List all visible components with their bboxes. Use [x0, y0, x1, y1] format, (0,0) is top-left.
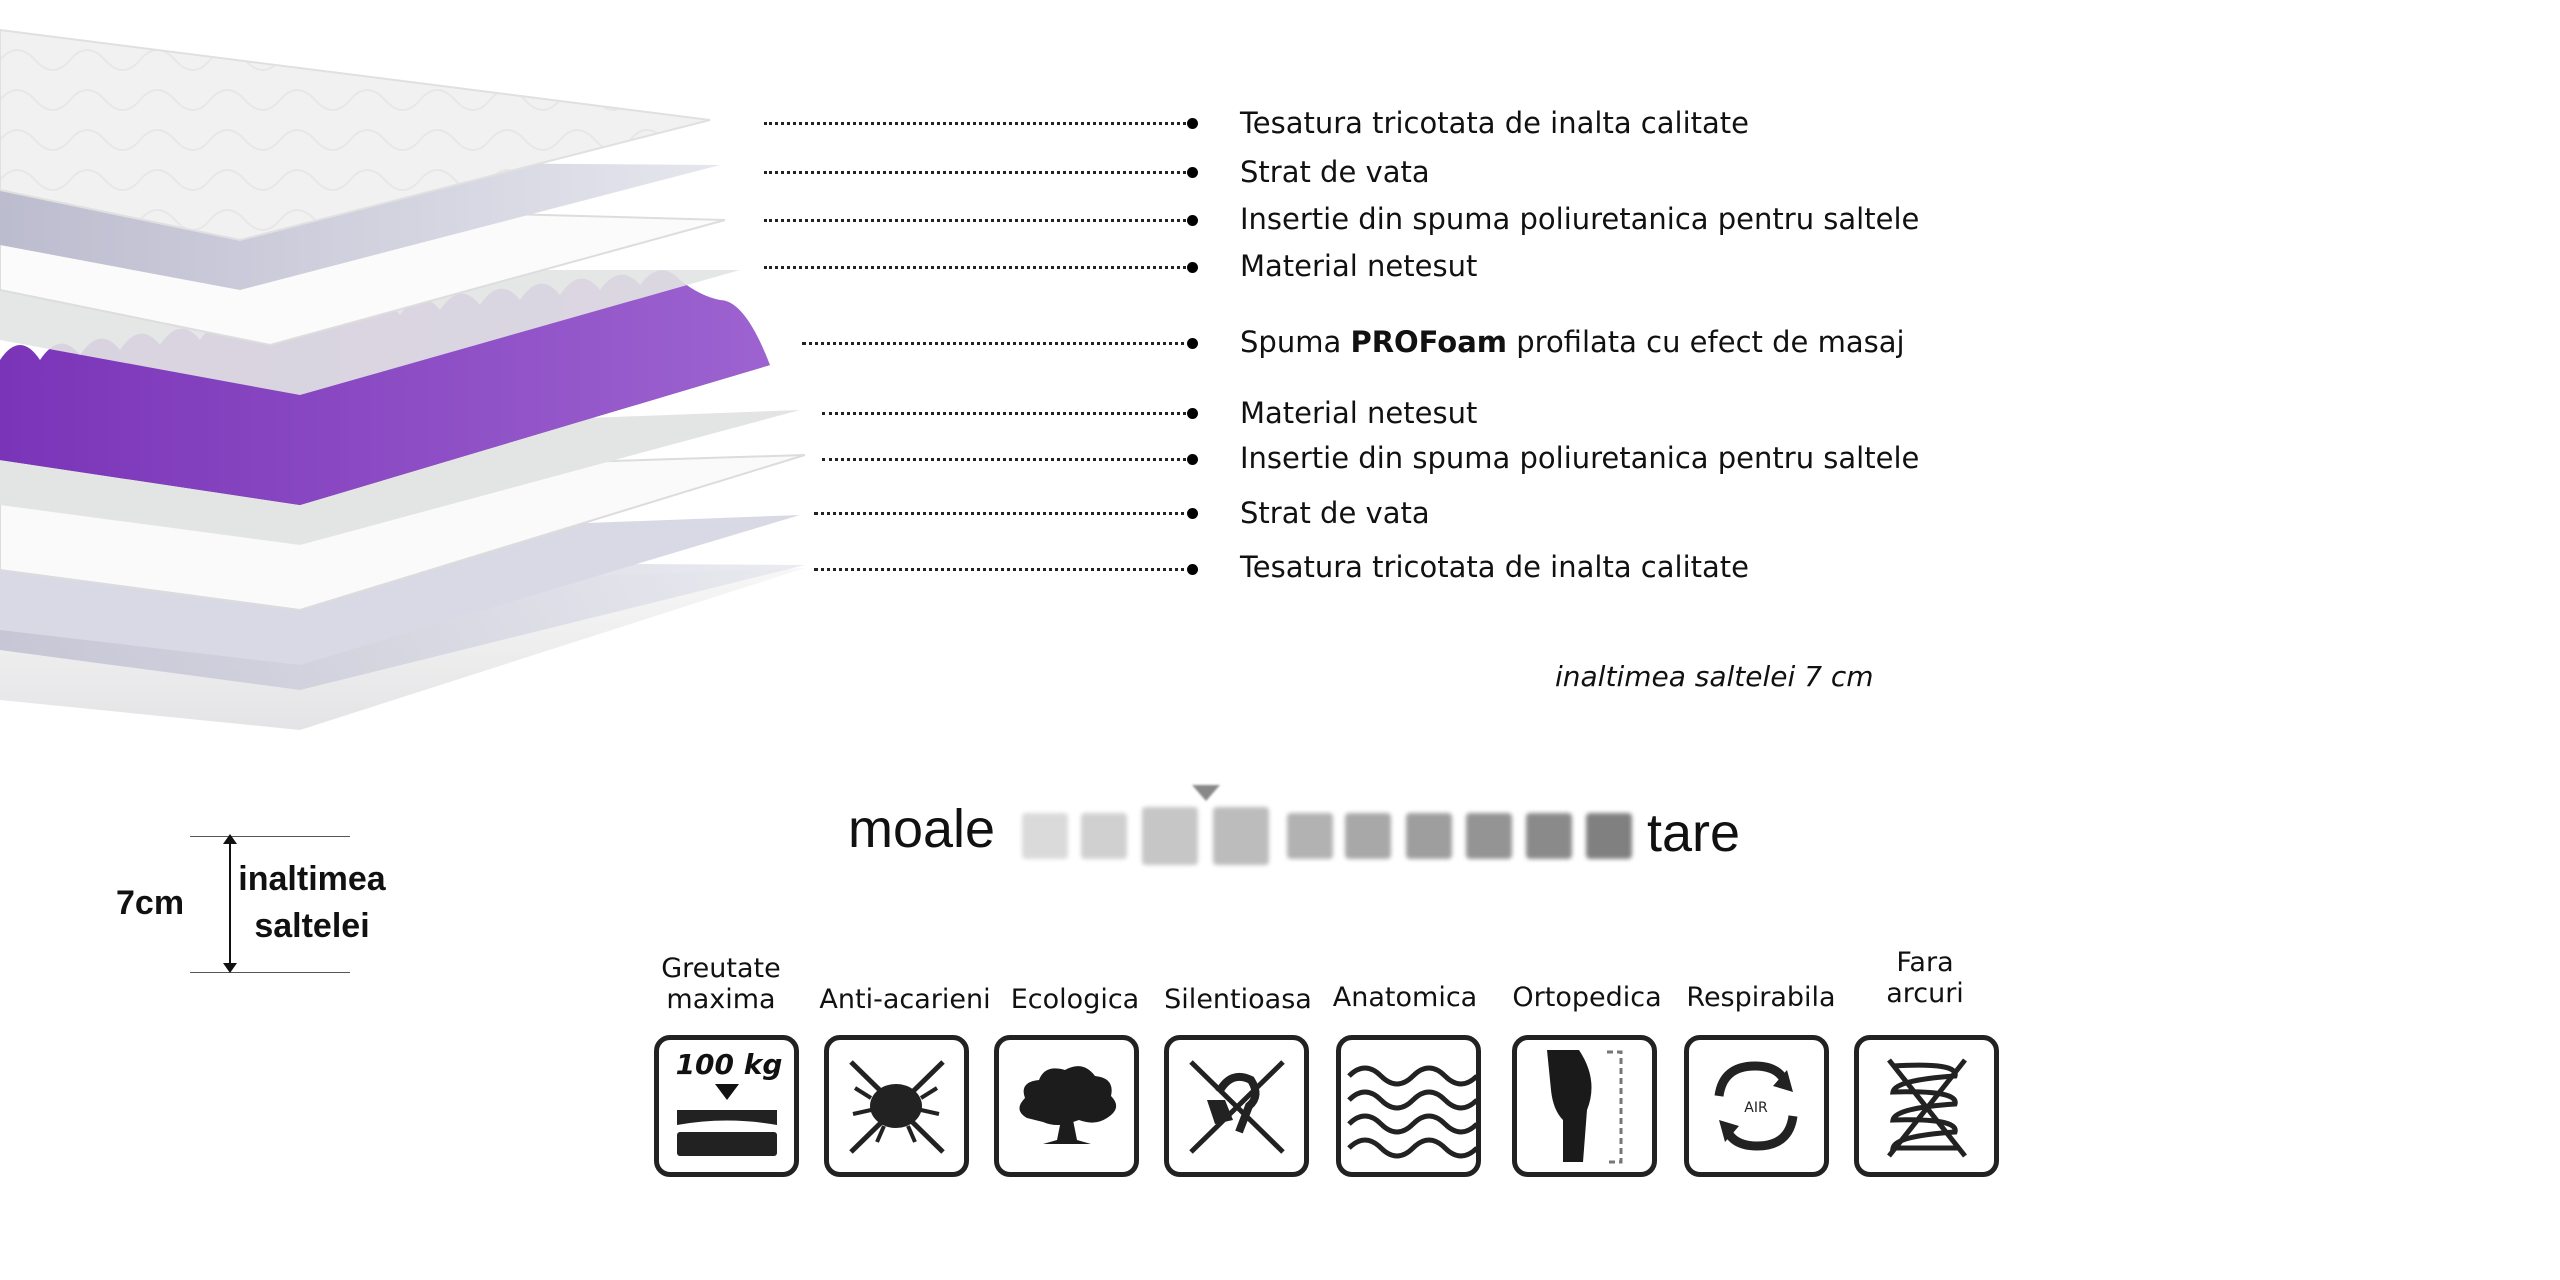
layer-label-prefix: Spuma [1240, 325, 1351, 359]
firmness-marker-icon [1192, 785, 1220, 801]
firmness-level-block [1081, 813, 1127, 859]
leader-dot [1187, 338, 1198, 349]
leader-line [814, 568, 1192, 571]
air-circulation-icon: AIR [1684, 1035, 1829, 1177]
firmness-hard-label: tare [1647, 803, 1741, 863]
mattress-layers-illustration [0, 28, 806, 730]
layer-label: Material netesut [1240, 396, 1478, 430]
silent-icon [1164, 1035, 1309, 1177]
spine-icon [1512, 1035, 1657, 1177]
layer-label-profoam: Spuma PROFoam profilata cu efect de masa… [1240, 325, 1905, 359]
leader-line [822, 458, 1192, 461]
feature-title: Respirabila [1671, 982, 1851, 1013]
firmness-soft-label: moale [848, 799, 996, 859]
leader-dot [1187, 564, 1198, 575]
feature-title: Ortopedica [1502, 982, 1672, 1013]
leader-line [764, 219, 1192, 222]
feature-title: Anti-acarieni [815, 984, 995, 1015]
feature-title-line: arcuri [1886, 978, 1964, 1009]
firmness-level-block [1142, 807, 1198, 865]
leader-line [814, 512, 1192, 515]
layer-label: Material netesut [1240, 249, 1478, 283]
max-weight-text: 100 kg [676, 1048, 783, 1081]
feature-title-line: Ortopedica [1512, 982, 1662, 1013]
firmness-level-block [1526, 813, 1572, 859]
feature-title-line: Greutate [661, 953, 781, 984]
leader-line [802, 342, 1192, 345]
feature-title-line: Anti-acarieni [819, 984, 991, 1015]
height-top-line [190, 836, 350, 837]
feature-title-line: Fara [1896, 947, 1954, 978]
layer-label: Tesatura tricotata de inalta calitate [1240, 106, 1749, 140]
anti-mite-icon [824, 1035, 969, 1177]
leader-dot [1187, 167, 1198, 178]
waves-icon [1336, 1035, 1481, 1177]
arrow-up-icon [223, 834, 237, 844]
feature-title-line: Respirabila [1686, 982, 1836, 1013]
leader-dot [1187, 262, 1198, 273]
leader-dot [1187, 215, 1198, 226]
feature-title: Silentioasa [1148, 984, 1328, 1015]
firmness-level-block [1345, 813, 1391, 859]
no-springs-icon [1854, 1035, 1999, 1177]
height-dimension-line [229, 838, 231, 971]
leader-dot [1187, 454, 1198, 465]
layer-label-suffix: profilata cu efect de masaj [1507, 325, 1905, 359]
feature-title: Ecologica [990, 984, 1160, 1015]
leader-line [764, 171, 1192, 174]
layer-label: Tesatura tricotata de inalta calitate [1240, 550, 1749, 584]
feature-title-line: Silentioasa [1164, 984, 1312, 1015]
layer-label: Strat de vata [1240, 155, 1430, 189]
feature-title-line: Anatomica [1332, 982, 1478, 1013]
firmness-level-block [1406, 813, 1452, 859]
layer-label: Insertie din spuma poliuretanica pentru … [1240, 441, 1920, 475]
firmness-level-block [1466, 813, 1512, 859]
height-label: inaltimea saltelei [232, 856, 392, 950]
air-text: AIR [1744, 1100, 1768, 1116]
layer-label: Strat de vata [1240, 496, 1430, 530]
firmness-level-block [1287, 813, 1333, 859]
leader-dot [1187, 118, 1198, 129]
tree-icon [994, 1035, 1139, 1177]
feature-title: Anatomica [1320, 982, 1490, 1013]
firmness-level-block [1022, 813, 1068, 859]
height-value: 7cm [116, 884, 185, 922]
height-bottom-line [190, 972, 350, 973]
height-label-line2: saltelei [254, 907, 370, 945]
leader-dot [1187, 408, 1198, 419]
feature-title-line: Ecologica [1010, 984, 1140, 1015]
layer-label: Insertie din spuma poliuretanica pentru … [1240, 202, 1920, 236]
firmness-level-block [1586, 813, 1632, 859]
profoam-brand: PROFoam [1350, 325, 1508, 359]
firmness-level-block [1213, 807, 1269, 865]
max-weight-icon: 100 kg [654, 1035, 799, 1177]
mattress-height-note: inaltimea saltelei 7 cm [1555, 660, 1874, 693]
height-label-line1: inaltimea [238, 860, 386, 898]
feature-title-line: maxima [666, 984, 776, 1015]
leader-dot [1187, 508, 1198, 519]
leader-line [764, 122, 1192, 125]
leader-line [764, 266, 1192, 269]
arrow-down-icon [223, 963, 237, 973]
leader-line [822, 412, 1192, 415]
